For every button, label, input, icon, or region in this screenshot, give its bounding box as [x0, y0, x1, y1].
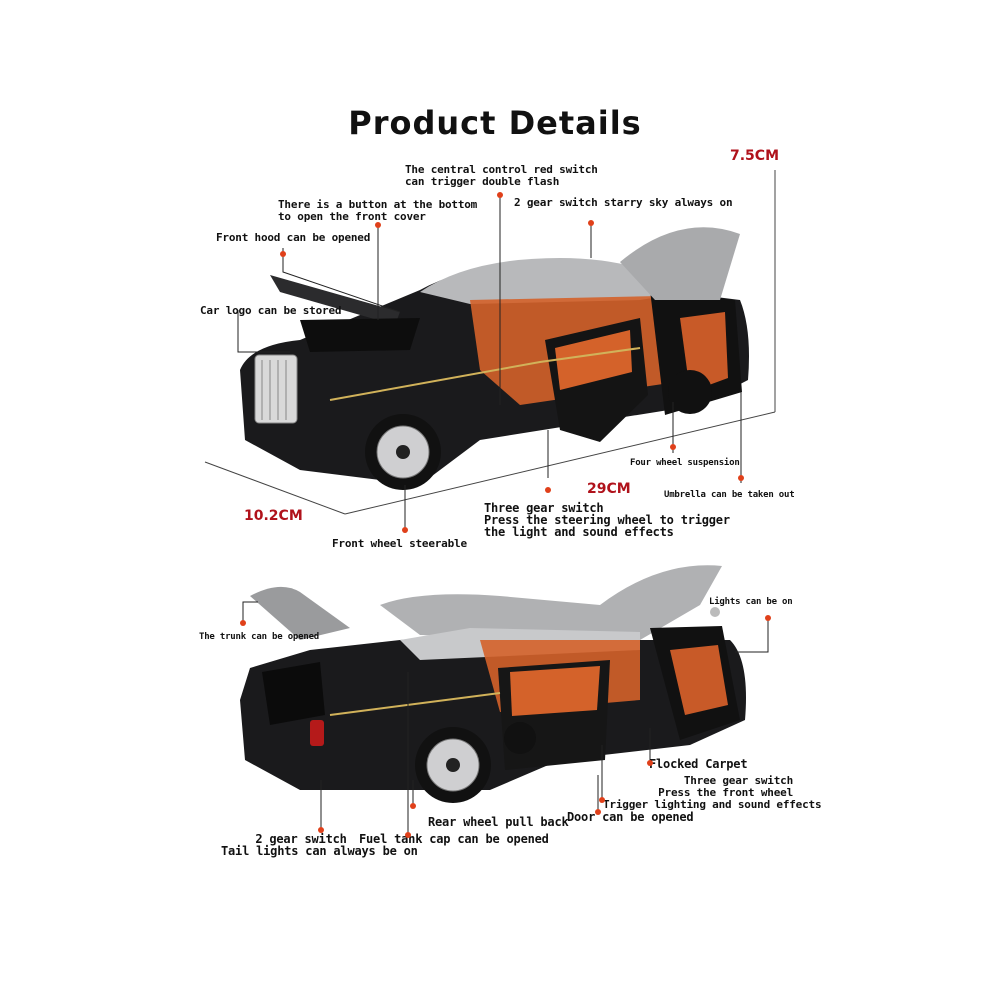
- label-line: The central control red switch: [405, 163, 598, 176]
- label-car-logo: Car logo can be stored: [200, 304, 342, 317]
- label-line: 2 gear switch: [255, 832, 347, 846]
- marker-dot: [402, 527, 408, 533]
- label-starry-sky: 2 gear switch starry sky always on: [514, 196, 733, 209]
- height-dimension: 7.5CM: [730, 148, 780, 164]
- marker-dot: [595, 809, 601, 815]
- marker-dot: [280, 251, 286, 257]
- marker-dot: [497, 192, 503, 198]
- label-line: Press the front wheel: [658, 786, 793, 799]
- label-three-gear-bottom: Three gear switch Press the front wheel …: [603, 774, 822, 811]
- label-line: the light and sound effects: [484, 525, 674, 539]
- label-trunk: The trunk can be opened: [199, 632, 320, 642]
- marker-dot: [588, 220, 594, 226]
- marker-dot: [375, 222, 381, 228]
- label-umbrella: Umbrella can be taken out: [664, 490, 795, 500]
- label-tail-lights: 2 gear switch Tail lights can always be …: [221, 832, 418, 858]
- width-dimension: 10.2CM: [244, 508, 303, 524]
- marker-dot: [410, 803, 416, 809]
- label-central-switch: The central control red switch can trigg…: [405, 164, 598, 188]
- label-front-wheel: Front wheel steerable: [332, 537, 467, 550]
- marker-dot: [647, 760, 653, 766]
- marker-dot: [405, 832, 411, 838]
- label-three-gear-top: Three gear switch Press the steering whe…: [484, 502, 730, 538]
- label-line: There is a button at the bottom: [278, 198, 478, 211]
- label-line: Trigger lighting and sound effects: [603, 798, 822, 811]
- bottom-leader-lines: [242, 601, 769, 835]
- label-front-cover-button: There is a button at the bottom to open …: [278, 199, 477, 223]
- marker-dot: [599, 797, 605, 803]
- marker-dot: [765, 615, 771, 621]
- label-line: Press the steering wheel to trigger: [484, 513, 730, 527]
- label-line: Three gear switch: [484, 501, 604, 515]
- label-carpet: Flocked Carpet: [649, 757, 748, 771]
- label-door: Door can be opened: [567, 810, 694, 824]
- length-dimension: 29CM: [587, 481, 631, 497]
- label-line: Three gear switch: [683, 774, 793, 787]
- label-lights: Lights can be on: [709, 597, 793, 607]
- marker-dot: [738, 475, 744, 481]
- label-suspension: Four wheel suspension: [630, 458, 740, 468]
- label-rear-wheel: Rear wheel pull back: [428, 815, 569, 829]
- bottom-car-image: [240, 565, 746, 803]
- page-title: Product Details: [348, 104, 642, 142]
- label-front-hood: Front hood can be opened: [216, 231, 371, 244]
- label-line: Tail lights can always be on: [221, 844, 418, 858]
- marker-dot: [670, 444, 676, 450]
- marker-dot: [240, 620, 246, 626]
- marker-dot: [318, 827, 324, 833]
- marker-dot: [545, 487, 551, 493]
- label-line: to open the front cover: [278, 210, 426, 223]
- top-car-image: [204, 170, 776, 515]
- label-line: can trigger double flash: [405, 175, 560, 188]
